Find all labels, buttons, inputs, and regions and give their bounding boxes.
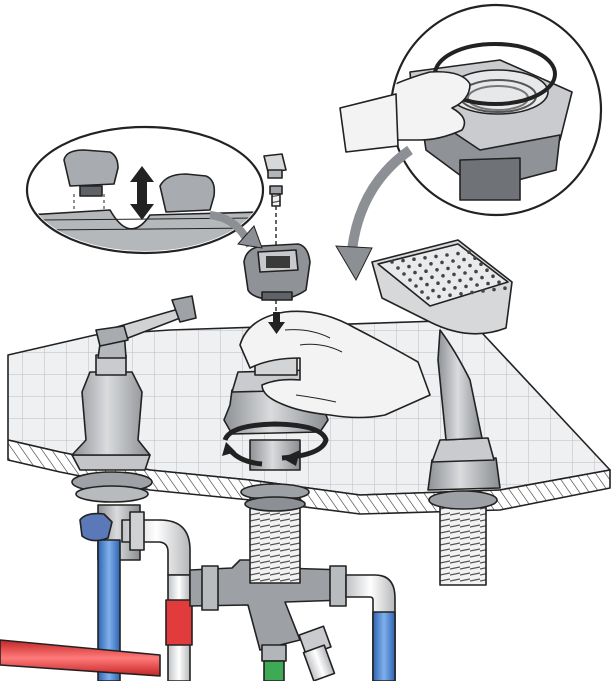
up-down-arrow-icon bbox=[130, 166, 154, 220]
nozzle-dot bbox=[440, 260, 444, 265]
nozzle-dot bbox=[414, 284, 418, 288]
nozzle-dot bbox=[396, 266, 400, 270]
nozzle-dot bbox=[448, 293, 452, 298]
nozzle-dot bbox=[492, 287, 496, 292]
nozzle-dot bbox=[446, 266, 450, 271]
down-arrow-icon bbox=[268, 312, 285, 334]
nozzle-dot bbox=[453, 286, 457, 290]
nozzle-dot bbox=[503, 286, 507, 291]
nozzle-dot bbox=[442, 287, 446, 292]
nozzle-dot bbox=[457, 265, 461, 269]
nozzle-dot bbox=[463, 271, 467, 275]
nozzle-dot bbox=[473, 256, 477, 261]
nozzle-dot bbox=[456, 251, 460, 256]
nozzle-dot bbox=[474, 269, 478, 274]
callout-right bbox=[389, 3, 603, 217]
nozzle-dot bbox=[468, 263, 472, 268]
nozzle-dot bbox=[464, 284, 468, 289]
nozzle-dot bbox=[429, 262, 433, 266]
nozzle-dot bbox=[469, 277, 473, 281]
nozzle-dot bbox=[413, 270, 417, 275]
nozzle-dot bbox=[418, 263, 422, 268]
nozzle-dot bbox=[407, 264, 411, 269]
nozzle-dot bbox=[462, 257, 466, 262]
curved-arrow-icon bbox=[209, 211, 263, 249]
nozzle-dot bbox=[424, 269, 428, 274]
nozzle-dot bbox=[486, 281, 490, 286]
nozzle-dot bbox=[401, 258, 405, 263]
hand-shower bbox=[371, 239, 513, 586]
nozzle-dot bbox=[423, 255, 427, 260]
left-valve bbox=[71, 295, 197, 561]
nozzle-dot bbox=[452, 272, 456, 277]
rotation-arrow-icon bbox=[222, 421, 329, 467]
nozzle-dot bbox=[436, 281, 440, 286]
shower-nozzles bbox=[390, 250, 507, 300]
nozzle-dot bbox=[419, 276, 423, 281]
nozzle-dot bbox=[408, 278, 412, 282]
hand-center bbox=[239, 310, 431, 419]
nozzle-dot bbox=[481, 289, 485, 293]
nozzle-dot bbox=[459, 292, 463, 296]
nozzle-dot bbox=[497, 280, 501, 285]
nozzle-dot bbox=[412, 257, 416, 262]
nozzle-dot bbox=[420, 290, 424, 294]
nozzle-dot bbox=[479, 262, 483, 267]
plumbing bbox=[0, 511, 396, 681]
nozzle-dot bbox=[437, 294, 441, 299]
nozzle-dot bbox=[451, 259, 455, 263]
nozzle-dot bbox=[458, 278, 462, 283]
nozzle-dot bbox=[426, 296, 430, 300]
nozzle-dot bbox=[445, 253, 449, 257]
nozzle-dot bbox=[434, 254, 438, 259]
hand-right-wrist bbox=[339, 93, 399, 153]
nozzle-dot bbox=[425, 282, 429, 287]
nozzle-dot bbox=[447, 280, 451, 284]
nozzle-dot bbox=[480, 275, 484, 280]
nozzle-dot bbox=[402, 272, 406, 276]
nozzle-dot bbox=[470, 290, 474, 295]
exploded-parts bbox=[243, 153, 311, 318]
nozzle-dot bbox=[431, 288, 435, 293]
nozzle-dot bbox=[441, 274, 445, 278]
nozzle-dot bbox=[485, 268, 489, 273]
nozzle-dot bbox=[475, 283, 479, 287]
curved-arrow-icon bbox=[335, 145, 413, 282]
nozzle-dot bbox=[390, 260, 394, 264]
nozzle-dot bbox=[435, 268, 439, 272]
nozzle-dot bbox=[491, 274, 495, 279]
nozzle-dot bbox=[467, 250, 471, 254]
nozzle-dot bbox=[430, 275, 434, 280]
